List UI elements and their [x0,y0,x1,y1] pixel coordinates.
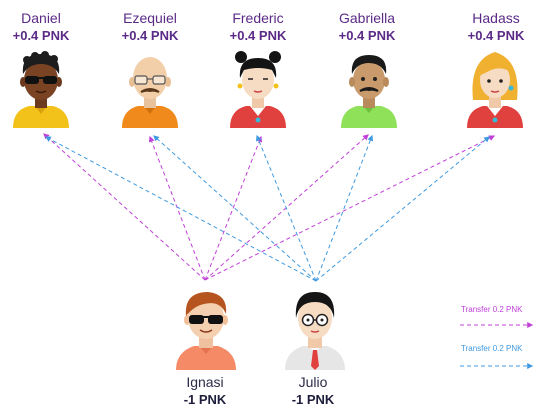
sender-amount: -1 PNK [183,392,227,407]
arrow-julio-gabriella [315,134,374,282]
receiver-name: Gabriella [338,10,396,26]
receiver-label-gabriella: Gabriella +0.4 PNK [312,10,422,44]
arrow-ignasi-hadass [204,135,496,281]
legend-label-blue: Transfer 0.2 PNK [461,344,523,353]
daniel-avatar [13,51,69,128]
receiver-label-daniel: Daniel +0.4 PNK [0,10,96,44]
receiver-amount: +0.4 PNK [467,28,525,43]
arrow-ignasi-ezequiel [148,135,206,281]
arrow-ignasi-daniel [43,133,206,281]
hadass-avatar [467,52,523,128]
receiver-amount: +0.4 PNK [121,28,179,43]
receiver-amount: +0.4 PNK [229,28,287,43]
ezequiel-avatar [122,57,178,128]
receiver-name: Daniel [21,10,61,26]
sender-label-ignasi: Ignasi -1 PNK [150,374,260,408]
legend [460,322,534,369]
receiver-name: Hadass [472,10,520,26]
sender-name: Julio [298,374,328,390]
receiver-amount: +0.4 PNK [338,28,396,43]
ignasi-transfers [43,133,496,281]
sender-amount: -1 PNK [291,392,335,407]
receiver-amount: +0.4 PNK [12,28,70,43]
receiver-label-hadass: Hadass +0.4 PNK [441,10,534,44]
arrow-ignasi-gabriella [204,134,369,281]
arrow-julio-daniel [44,136,317,282]
frederic-avatar [230,51,286,128]
receiver-label-frederic: Frederic +0.4 PNK [203,10,313,44]
arrow-julio-ezequiel [153,135,317,282]
legend-label-purple: Transfer 0.2 PNK [461,305,523,314]
arrow-julio-hadass [315,136,490,282]
sender-name: Ignasi [186,374,224,390]
receiver-name: Frederic [232,10,284,26]
sender-label-julio: Julio -1 PNK [258,374,368,408]
arrow-julio-frederic [256,134,317,282]
julio-transfers [44,134,490,282]
ignasi-avatar [176,292,236,370]
gabriella-avatar [341,55,397,128]
receiver-label-ezequiel: Ezequiel +0.4 PNK [95,10,205,44]
arrow-ignasi-frederic [204,135,263,281]
julio-avatar [285,292,345,370]
receiver-name: Ezequiel [123,10,177,26]
